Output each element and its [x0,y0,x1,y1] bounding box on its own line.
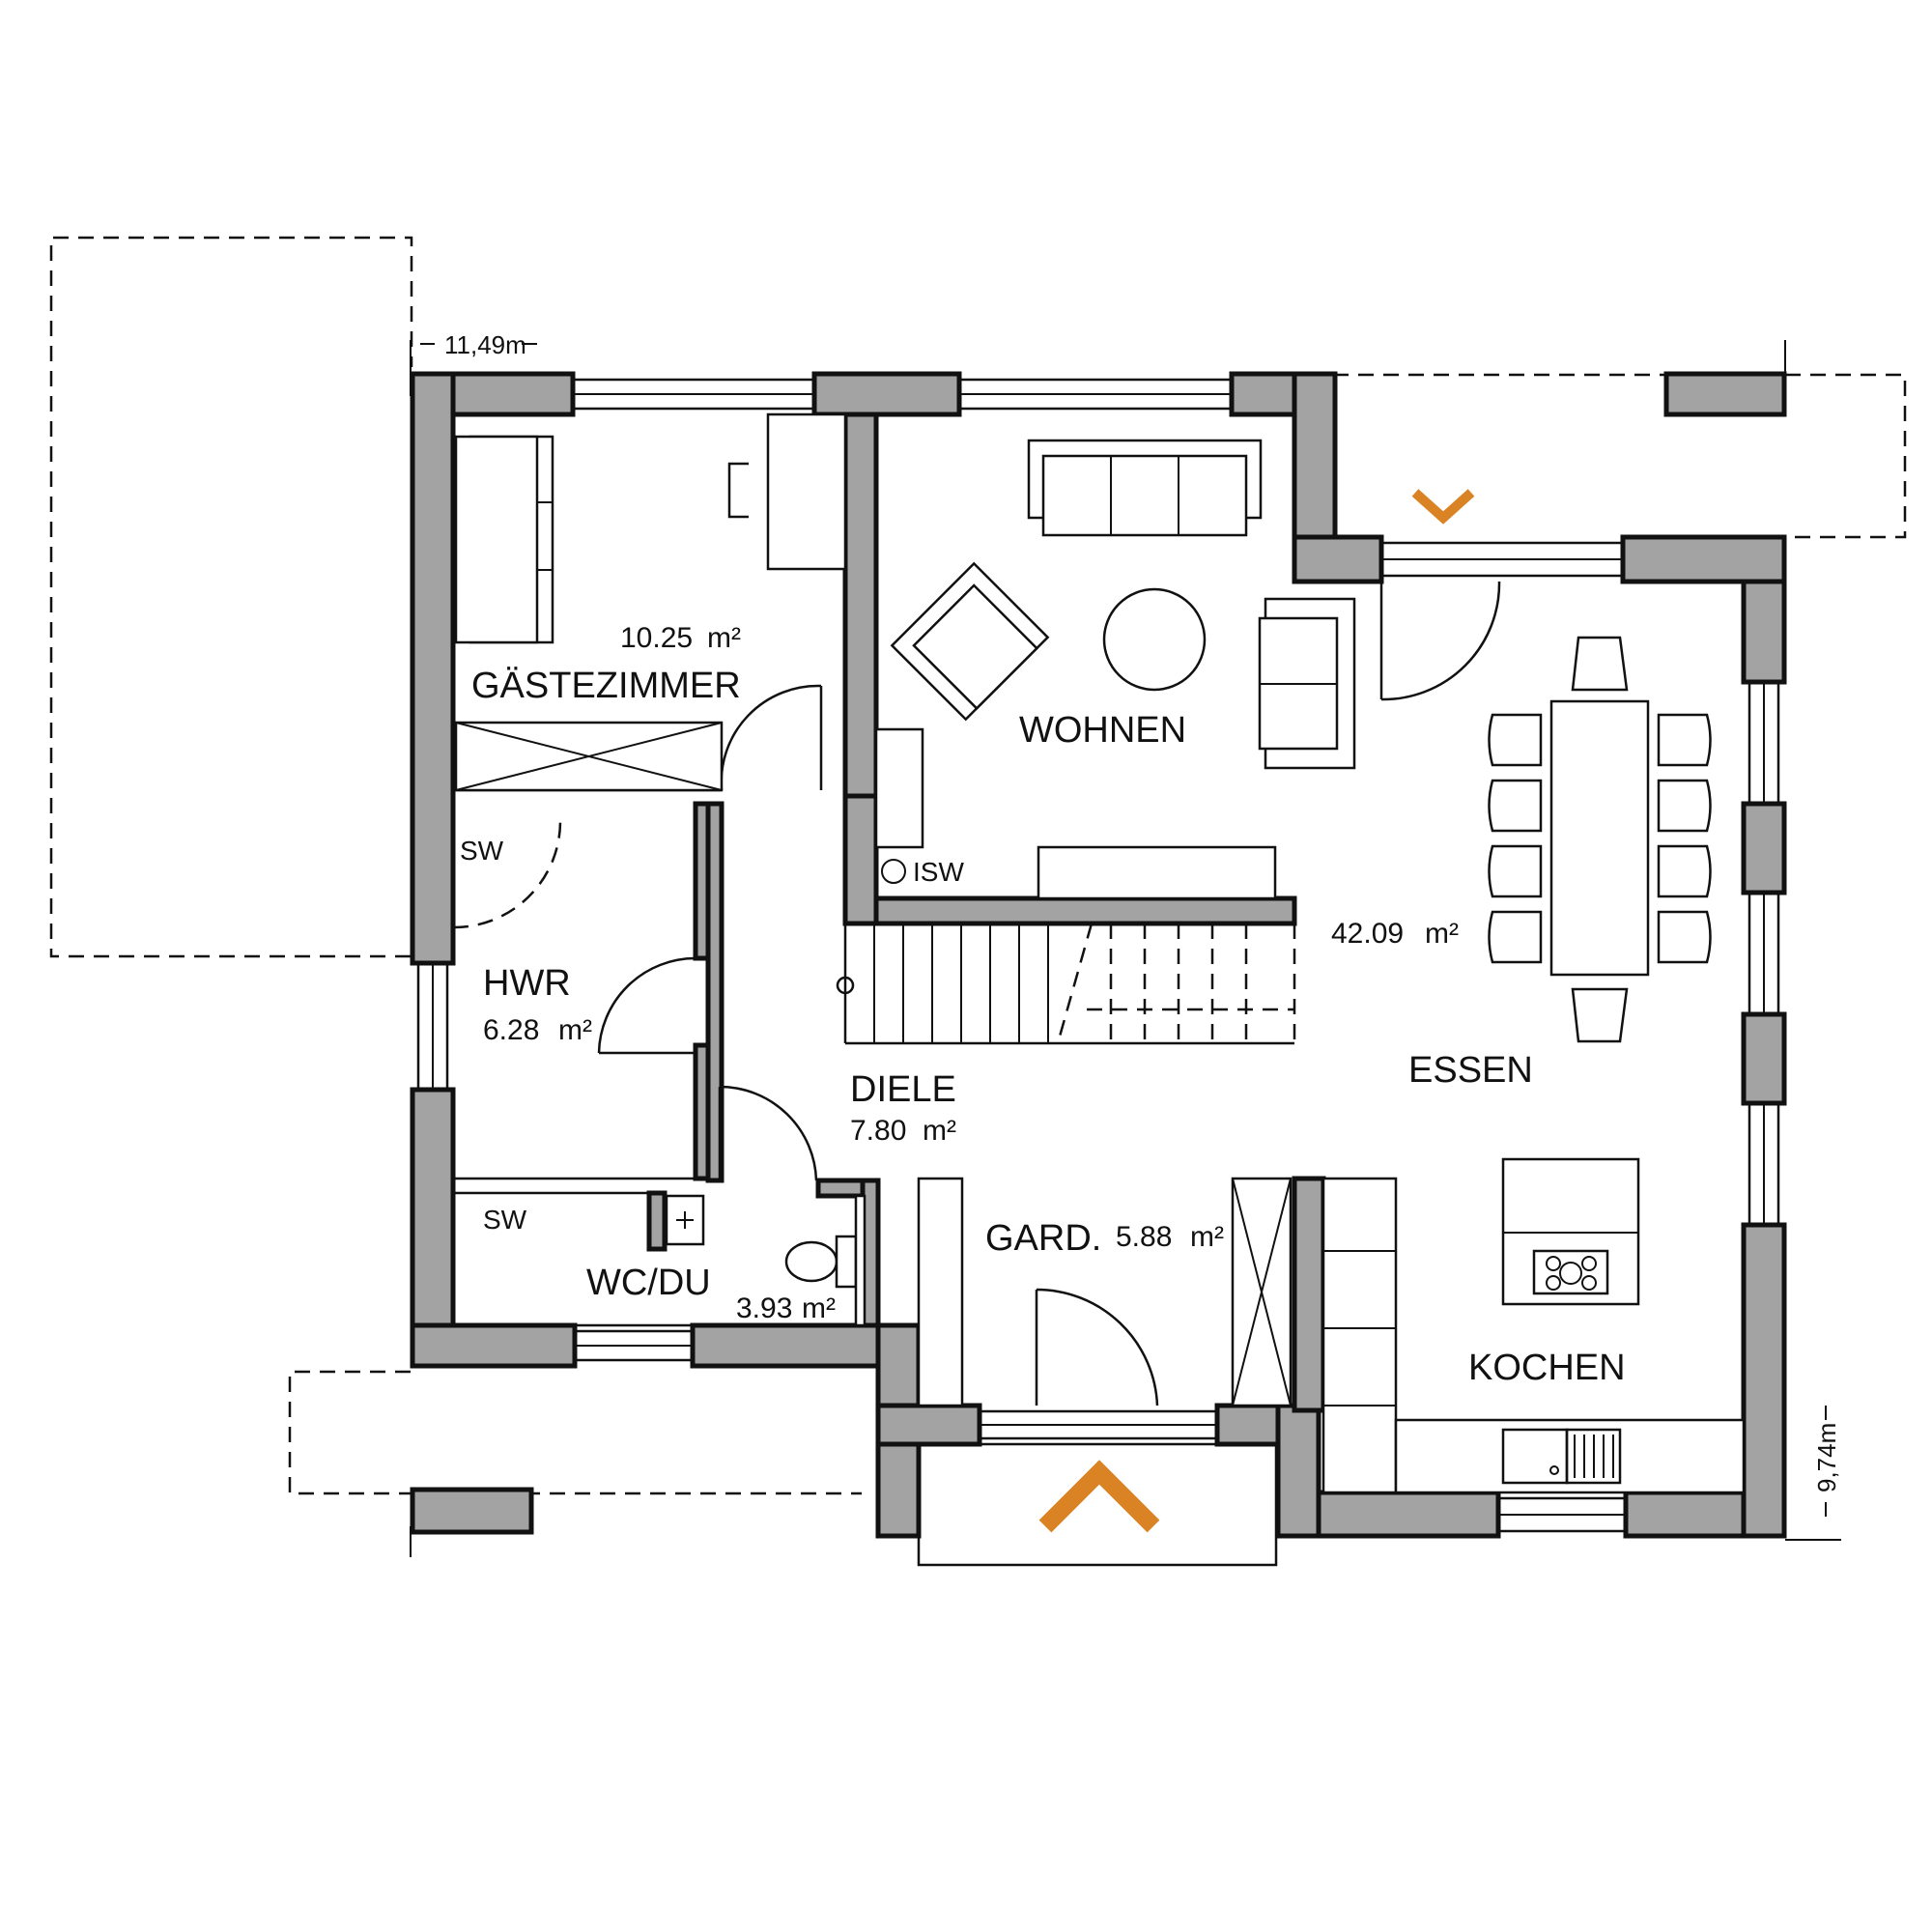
room-wc-du-unit: m² [802,1293,836,1324]
room-gard-unit: m² [1190,1221,1224,1253]
shaft-sw-hwr-label: SW [460,836,504,866]
room-diele-label: DIELE [850,1069,956,1110]
room-wc-du-label: WC/DU [586,1263,711,1303]
terrace-access-arrow-icon [1411,489,1475,525]
walls [410,371,1787,1539]
interior-walls [453,412,1326,1413]
shaft-sw-wc-label: SW [483,1205,527,1235]
room-hwr-label: HWR [483,963,571,1004]
room-essen-label: ESSEN [1408,1050,1533,1091]
room-hwr-unit: m² [558,1014,592,1046]
room-kochen-label: KOCHEN [1468,1348,1626,1388]
shaft-isw-label: ISW [913,857,964,887]
room-gaestezimmer-label: GÄSTEZIMMER [471,666,741,706]
room-gard-label: GARD. [985,1218,1101,1259]
room-essen-area: 42.09 [1331,918,1404,950]
room-diele-area: 7.80 [850,1115,906,1147]
depth-dimension: 9,74m [1812,1423,1841,1492]
furniture [454,412,1746,1567]
room-wohnen-label: WOHNEN [1019,710,1186,751]
staircase [836,923,1296,1045]
dashed-outlines [49,236,1907,1495]
main-entrance-arrow-icon [1038,1460,1160,1533]
width-dimension: 11,49m [444,330,526,359]
entrance-arrows [1038,489,1475,1533]
room-gard-area: 5.88 [1116,1221,1172,1253]
room-gaestezimmer-area: 10.25 [620,622,693,654]
shaft-labels: SW SW ISW [460,836,964,1235]
room-wc-du-area: 3.93 [736,1293,792,1324]
room-essen-unit: m² [1425,918,1459,950]
room-labels: 10.25 m² GÄSTEZIMMER WOHNEN 42.09 m² ESS… [471,622,1626,1388]
room-diele-unit: m² [923,1115,956,1147]
windows [416,378,1780,1533]
room-hwr-area: 6.28 [483,1014,539,1046]
room-gaestezimmer-unit: m² [707,622,741,654]
